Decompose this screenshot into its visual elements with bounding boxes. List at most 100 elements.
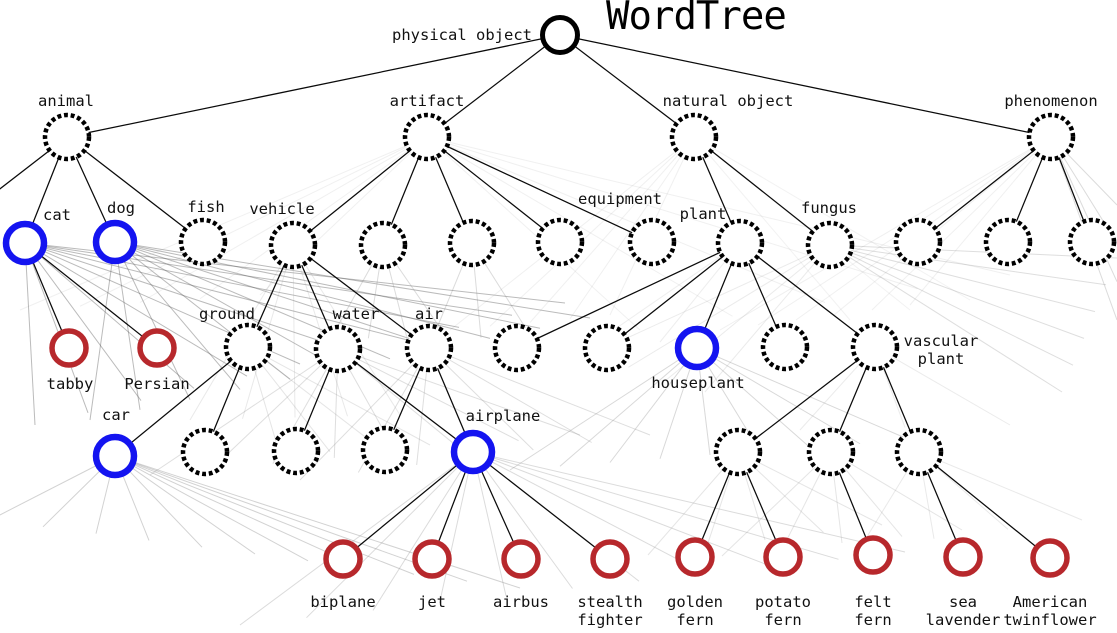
label-golden-fern-line2: fern — [676, 611, 713, 629]
node-n383[interactable] — [358, 220, 408, 270]
node-potato-fern[interactable] — [763, 537, 803, 577]
node-animal[interactable] — [42, 112, 92, 162]
label-fungus: fungus — [801, 199, 857, 217]
node-biplane[interactable] — [323, 539, 363, 579]
fan-line-dog — [114, 241, 541, 329]
label-water: water — [333, 305, 380, 323]
fan-line-fungus — [829, 244, 1063, 393]
label-american-twinflower-line2: twinflower — [1003, 611, 1096, 629]
fan-line-airplane — [306, 451, 474, 619]
node-n785[interactable] — [760, 322, 810, 372]
node-tabby[interactable] — [49, 328, 89, 368]
label-vascular-plant-line2: plant — [918, 350, 965, 368]
label-jet: jet — [418, 593, 446, 611]
node-persian[interactable] — [137, 328, 177, 368]
node-n1007[interactable] — [983, 217, 1033, 267]
fan-line-dog — [114, 241, 241, 390]
node-golden-fern[interactable] — [675, 537, 715, 577]
fan-line-artifact — [259, 136, 428, 296]
node-plant[interactable] — [715, 218, 765, 268]
fan-line-cat — [24, 242, 354, 353]
node-n607[interactable] — [582, 323, 632, 373]
fan-line-car — [114, 455, 415, 575]
fan-line-cat — [24, 242, 142, 401]
node-fungus[interactable] — [805, 220, 855, 270]
node-ground[interactable] — [223, 322, 273, 372]
fan-line-natural-object — [693, 136, 851, 321]
fan-line-natural-object — [569, 136, 695, 320]
fan-line-airplane — [372, 451, 474, 611]
edge-physical-object-artifact — [426, 34, 561, 138]
fan-line-air — [428, 347, 534, 451]
node-felt-fern[interactable] — [853, 535, 893, 575]
fan-line-artifact — [426, 136, 733, 317]
fan-line-natural-object — [529, 136, 695, 323]
fan-line-fungus — [704, 244, 831, 393]
label-air: air — [415, 305, 443, 323]
node-car[interactable] — [92, 433, 138, 479]
fan-line-houseplant — [696, 347, 861, 445]
node-houseplant[interactable] — [674, 325, 720, 371]
node-cat[interactable] — [2, 220, 48, 266]
node-n296[interactable] — [271, 426, 321, 476]
fan-line-car — [114, 455, 309, 562]
fan-line-plant — [601, 242, 741, 339]
fan-line-airplane — [472, 451, 706, 575]
label-potato-fern-line1: potato — [755, 593, 811, 611]
label-fish: fish — [187, 198, 224, 216]
fan-line-air — [428, 347, 651, 436]
edge-physical-object-natural-object — [559, 34, 695, 138]
node-n918[interactable] — [893, 217, 943, 267]
node-dog[interactable] — [92, 219, 138, 265]
node-equipment[interactable] — [627, 217, 677, 267]
node-fish[interactable] — [178, 217, 228, 267]
node-air[interactable] — [404, 323, 454, 373]
node-natural-object[interactable] — [669, 112, 719, 162]
node-n560[interactable] — [535, 217, 585, 267]
edge-water-airplane — [337, 348, 474, 453]
fan-line-artifact — [426, 136, 826, 303]
label-physical-object: physical object — [392, 26, 532, 44]
label-persian: Persian — [124, 375, 189, 393]
fan-line-cat — [24, 242, 248, 377]
node-physical-object[interactable] — [540, 15, 580, 55]
label-plant: plant — [680, 205, 727, 223]
node-airbus[interactable] — [501, 539, 541, 579]
fan-line-artifact — [139, 136, 428, 303]
fan-line-fungus — [829, 244, 1107, 286]
node-stealth-fighter[interactable] — [590, 539, 630, 579]
fan-line-phenomenon — [833, 136, 1052, 316]
node-vehicle[interactable] — [268, 220, 318, 270]
fan-line-airplane — [472, 451, 773, 568]
node-n205[interactable] — [180, 427, 230, 477]
label-tabby: tabby — [47, 375, 94, 393]
label-animal: animal — [38, 92, 94, 110]
fan-line-vascular-plant — [874, 346, 1011, 426]
node-n472[interactable] — [447, 218, 497, 268]
node-n831[interactable] — [806, 427, 856, 477]
node-n517[interactable] — [492, 323, 542, 373]
node-n919[interactable] — [894, 427, 944, 477]
label-stealth-fighter-line2: fighter — [577, 611, 642, 629]
node-jet[interactable] — [412, 539, 452, 579]
label-vehicle: vehicle — [249, 200, 314, 218]
label-natural-object: natural object — [663, 92, 794, 110]
fan-line-airplane — [472, 451, 507, 596]
fan-line-dog — [114, 241, 441, 350]
node-artifact[interactable] — [402, 112, 452, 162]
fan-line-houseplant — [696, 347, 811, 448]
fan-line-cat — [24, 242, 89, 413]
node-american-twinflower[interactable] — [1030, 538, 1070, 578]
edge-airplane-biplane — [342, 451, 474, 560]
node-phenomenon[interactable] — [1026, 112, 1076, 162]
node-n738[interactable] — [713, 427, 763, 477]
node-n385[interactable] — [360, 425, 410, 475]
node-airplane[interactable] — [450, 429, 496, 475]
node-water[interactable] — [313, 324, 363, 374]
fan-line-water — [149, 348, 339, 476]
fan-line-airplane — [472, 451, 906, 553]
node-n1095[interactable] — [1067, 217, 1117, 267]
node-vascular-plant[interactable] — [850, 322, 900, 372]
node-sea-lavender[interactable] — [943, 537, 983, 577]
